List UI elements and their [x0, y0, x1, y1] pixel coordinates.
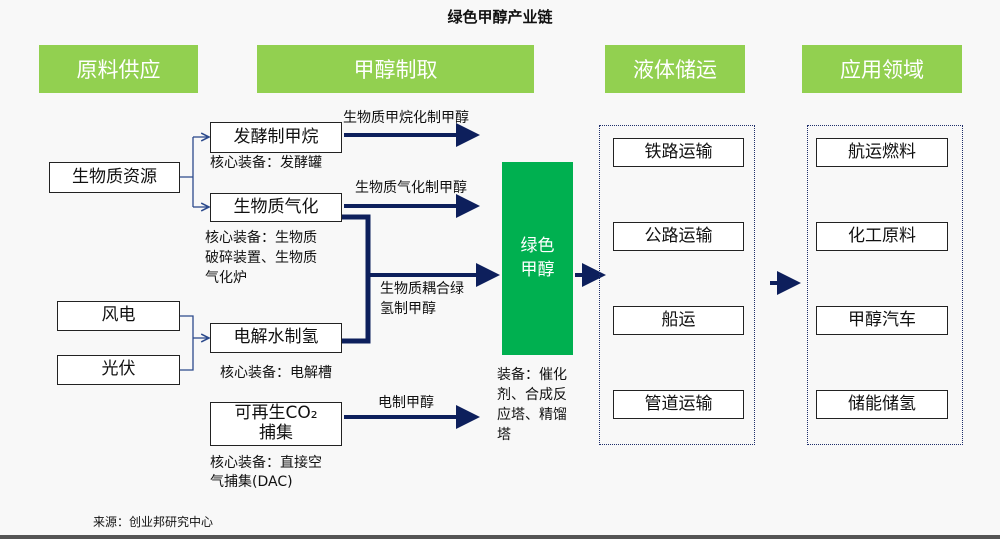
source-note: 来源：创业邦研究中心: [93, 515, 214, 529]
applications-group: [807, 125, 963, 445]
transport-ship: 船运: [613, 306, 744, 335]
green-methanol-line1: 绿色: [520, 235, 555, 256]
co2-equipment-1: 核心装备：直接空: [210, 455, 322, 471]
green-methanol-line2: 甲醇: [520, 259, 555, 280]
application-chemical-feedstock: 化工原料: [816, 222, 948, 251]
green-methanol-box: 绿色 甲醇: [502, 162, 573, 355]
co2-capture-line2: 捕集: [259, 423, 293, 443]
transport-rail: 铁路运输: [613, 138, 744, 167]
biomass-resource-box: 生物质资源: [49, 162, 180, 193]
co2-capture-line1: 可再生CO₂: [234, 403, 318, 424]
fermentation-box: 发酵制甲烷: [210, 122, 342, 153]
bottom-bar: [0, 535, 1000, 539]
transport-group: [599, 125, 755, 445]
co2-equipment-2: 气捕集(DAC): [210, 474, 293, 490]
transport-road: 公路运输: [613, 222, 744, 251]
gasification-equipment-3: 气化炉: [205, 270, 247, 286]
product-equipment-4: 塔: [497, 427, 511, 443]
gasification-equipment-1: 核心装备：生物质: [205, 230, 317, 246]
gasification-equipment-2: 破碎装置、生物质: [205, 250, 317, 266]
route-coupling-2: 氢制甲醇: [380, 301, 436, 317]
electrolysis-box: 电解水制氢: [210, 323, 342, 353]
application-methanol-vehicle: 甲醇汽车: [816, 306, 948, 335]
route-biomass-methanation: 生物质甲烷化制甲醇: [343, 110, 469, 126]
route-biomass-gasification: 生物质气化制甲醇: [355, 180, 467, 196]
application-energy-storage: 储能储氢: [816, 390, 948, 419]
transport-pipeline: 管道运输: [613, 390, 744, 419]
co2-capture-box: 可再生CO₂ 捕集: [210, 402, 342, 446]
solar-power-box: 光伏: [57, 355, 180, 385]
wind-power-box: 风电: [57, 301, 180, 331]
header-raw-materials: 原料供应: [39, 45, 198, 93]
electrolysis-equipment: 核心装备：电解槽: [220, 365, 332, 381]
application-shipping-fuel: 航运燃料: [816, 138, 948, 167]
route-power-to-methanol: 电制甲醇: [378, 395, 434, 411]
gasification-box: 生物质气化: [210, 193, 342, 222]
route-coupling-1: 生物质耦合绿: [380, 281, 464, 297]
product-equipment-3: 应塔、精馏: [497, 407, 567, 423]
header-transport: 液体储运: [605, 45, 745, 93]
product-equipment-2: 剂、合成反: [497, 387, 567, 403]
product-equipment-1: 装备：催化: [497, 367, 567, 383]
header-applications: 应用领域: [802, 45, 962, 93]
header-production: 甲醇制取: [257, 45, 534, 93]
fermentation-equipment: 核心装备：发酵罐: [210, 155, 322, 171]
diagram-title: 绿色甲醇产业链: [447, 8, 553, 26]
